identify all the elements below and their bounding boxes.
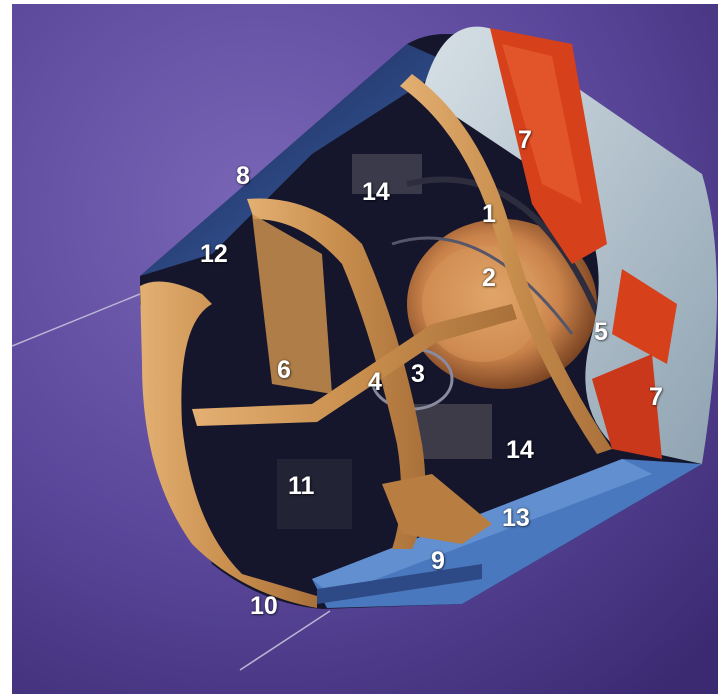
callout-6: 6	[277, 358, 291, 383]
callout-9: 9	[431, 549, 445, 574]
callout-10: 10	[250, 594, 278, 619]
callout-12: 12	[200, 242, 228, 267]
callout-13: 13	[502, 506, 530, 531]
callout-7-upper: 7	[518, 128, 532, 153]
callout-5: 5	[594, 320, 608, 345]
satellite-drawing	[12, 4, 718, 694]
callout-14-upper: 14	[362, 180, 390, 205]
callout-2: 2	[482, 266, 496, 291]
callout-1: 1	[482, 202, 496, 227]
callout-8: 8	[236, 164, 250, 189]
callout-4: 4	[368, 370, 382, 395]
callout-7-lower: 7	[649, 385, 663, 410]
lower-machinery	[412, 404, 492, 459]
callout-3: 3	[411, 362, 425, 387]
callout-11: 11	[288, 474, 314, 499]
satellite-illustration: 1 2 3 4 5 6 7 7 8 9 10 11 12 13 14 14	[12, 4, 718, 694]
callout-14-lower: 14	[506, 438, 534, 463]
